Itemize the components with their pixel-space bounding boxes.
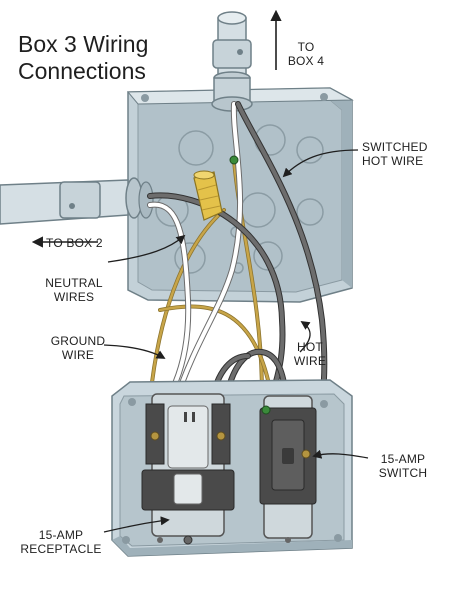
arrows — [31, 9, 282, 248]
label-hot-wire: HOT WIRE — [293, 340, 327, 368]
switch-device — [259, 395, 317, 543]
leader-lines — [103, 149, 369, 533]
ground-screw — [229, 155, 239, 165]
conduit-left — [0, 177, 154, 225]
conduit-top — [211, 11, 253, 112]
label-neutral-wires: NEUTRAL WIRES — [45, 276, 103, 304]
leader-switch — [312, 449, 369, 459]
leader-switched-hot — [282, 149, 359, 178]
receptacle-device — [141, 393, 235, 545]
leader-receptacle — [103, 516, 170, 533]
leader-neutral — [107, 234, 186, 263]
label-15-amp-switch: 15-AMP SWITCH — [378, 452, 428, 480]
diagram-title-line1: Box 3 Wiring — [18, 31, 149, 57]
label-15-amp-receptacle: 15-AMP RECEPTACLE — [20, 528, 102, 556]
label-switched-hot-wire: SWITCHED HOT WIRE — [362, 140, 428, 168]
leader-ground — [103, 344, 166, 359]
wire-nut — [193, 170, 223, 221]
diagram-title-line2: Connections — [18, 58, 146, 84]
label-ground-wire: GROUND WIRE — [50, 334, 106, 362]
leader-hot — [299, 320, 311, 353]
label-to-box-4: TO BOX 4 — [287, 40, 325, 68]
label-to-box-2: TO BOX 2 — [46, 236, 103, 250]
